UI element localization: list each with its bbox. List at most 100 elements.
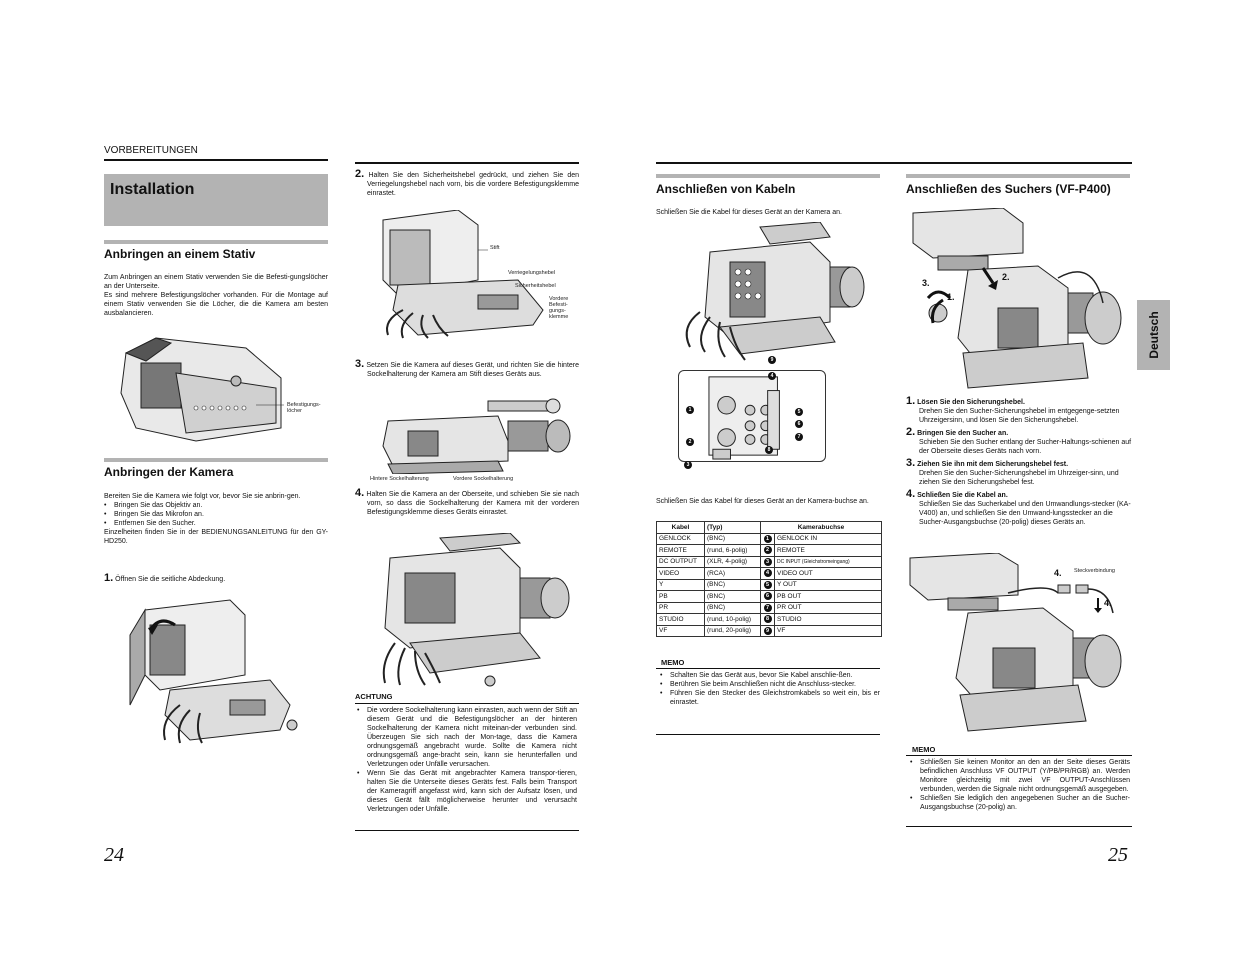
achtung-rule-bottom (355, 830, 579, 831)
page-number-left: 24 (104, 844, 124, 866)
list-item: •Bringen Sie das Objektiv an. (104, 502, 203, 509)
cell-kabel: PR (656, 601, 705, 614)
list-item: •Schließen Sie keinen Monitor an den an … (910, 759, 1130, 793)
memo-kabel-list: •Schalten Sie das Gerät aus, bevor Sie K… (660, 671, 880, 707)
table-intro: Schließen Sie das Kabel für dieses Gerät… (656, 498, 869, 505)
memo-sucher-list: •Schließen Sie keinen Monitor an den an … (910, 758, 1130, 812)
memo-title-kabel: MEMO (661, 658, 685, 667)
cell-buchse: PR OUT (774, 601, 882, 614)
page-number-right: 25 (1108, 844, 1128, 866)
label-sicherheitshebel: Sicherheitshebel (515, 283, 556, 289)
memo-sucher-rule-top (906, 755, 1132, 756)
cell-typ: (BNC) (704, 532, 761, 545)
cell-typ: (rund, 10-polig) (704, 613, 761, 626)
cell-nummer: 1 (760, 532, 775, 545)
memo-rule-bottom (656, 734, 880, 735)
section-bar-kabel (656, 174, 880, 178)
callout-9: 9 (768, 356, 776, 364)
cell-buchse: GENLOCK IN (774, 532, 882, 545)
cell-kabel: Y (656, 578, 705, 591)
cell-buchse: Y OUT (774, 578, 882, 591)
heading-kabel: Anschließen von Kabeln (656, 182, 796, 196)
fig-mark-1: 1. (947, 292, 955, 302)
header-rule (104, 159, 328, 161)
callout-3: 3 (684, 461, 692, 469)
cell-typ: (BNC) (704, 601, 761, 614)
jack-number: 2 (763, 546, 772, 555)
cell-typ: (BNC) (704, 578, 761, 591)
th-kabel: Kabel (656, 521, 705, 534)
memo-title-sucher: MEMO (912, 745, 936, 754)
label-steckverbindung: Steckverbindung (1074, 568, 1115, 574)
title-box: Installation (104, 174, 328, 226)
kabel-intro: Schließen Sie die Kabel für dieses Gerät… (656, 209, 842, 216)
callout-5: 5 (795, 408, 803, 416)
cell-nummer: 6 (760, 590, 775, 603)
fig-mark-4a: 4. (1054, 568, 1062, 578)
section-bar-2 (104, 458, 328, 462)
jack-number: 1 (763, 534, 772, 543)
list-item: •Schalten Sie das Gerät aus, bevor Sie K… (660, 672, 853, 679)
cell-kabel: PB (656, 590, 705, 603)
label-befestigungsloecher: Befestigungs-löcher (287, 402, 321, 414)
callout-6: 6 (795, 420, 803, 428)
cell-buchse: REMOTE (774, 544, 882, 557)
cell-typ: (rund, 20-polig) (704, 624, 761, 637)
kamera-details: Einzelheiten finden Sie in der BEDIENUNG… (104, 529, 328, 545)
list-item: •Bringen Sie das Mikrofon an. (104, 511, 204, 518)
heading-stativ: Anbringen an einem Stativ (104, 247, 256, 261)
cell-nummer: 8 (760, 613, 775, 626)
section-header: VORBEREITUNGEN (104, 145, 198, 156)
figure-viewfinder-mount (908, 208, 1126, 393)
cell-kabel: STUDIO (656, 613, 705, 626)
language-tab-label: Deutsch (1146, 311, 1161, 359)
jack-number: 9 (763, 626, 772, 635)
callout-2: 2 (686, 438, 694, 446)
heading-sucher: Anschließen des Suchers (VF-P400) (906, 182, 1111, 196)
list-item: •Die vordere Sockelhalterung kann einras… (357, 707, 577, 768)
section-bar-sucher (906, 174, 1130, 178)
cell-buchse: STUDIO (774, 613, 882, 626)
callout-8: 8 (765, 446, 773, 454)
step-1: 1. Öffnen Sie die seitliche Abdeckung. (104, 572, 226, 584)
figure-locking-lever (368, 210, 548, 340)
cell-nummer: 7 (760, 601, 775, 614)
cell-nummer: 5 (760, 578, 775, 591)
callout-1: 1 (686, 406, 694, 414)
sucher-steps: 1. Lösen Sie den Sicherungshebel. Drehen… (906, 396, 1132, 527)
figure-cable-connection (660, 222, 865, 367)
header-rule-2 (355, 162, 579, 164)
sucher-step-3: 3. Ziehen Sie ihn mit dem Sicherungshebe… (906, 457, 1119, 487)
callout-7: 7 (795, 433, 803, 441)
cell-nummer: 2 (760, 544, 775, 557)
sucher-step-2: 2. Bringen Sie den Sucher an. Schieben S… (906, 426, 1132, 456)
sucher-step-4: 4. Schließen Sie die Kabel an. Schließen… (906, 488, 1131, 527)
cell-nummer: 3 (760, 555, 775, 568)
cell-kabel: DC OUTPUT (656, 555, 705, 568)
jack-number: 7 (763, 603, 772, 612)
kamera-text: Bereiten Sie die Kamera wie folgt vor, b… (104, 492, 328, 546)
jack-number: 5 (763, 580, 772, 589)
cell-nummer: 9 (760, 624, 775, 637)
cell-typ: (RCA) (704, 567, 761, 580)
memo-rule-top (656, 668, 880, 669)
kamera-intro: Bereiten Sie die Kamera wie folgt vor, b… (104, 493, 301, 500)
stativ-para-2: Es sind mehrere Befestigungslöcher vorha… (104, 292, 328, 317)
step-3: 3. Setzen Sie die Kamera auf dieses Gerä… (355, 358, 580, 379)
section-bar (104, 240, 328, 244)
step-2: 2. Halten Sie den Sicherheitshebel gedrü… (355, 168, 579, 198)
jack-number: 6 (763, 592, 772, 601)
cell-buchse: VF (774, 624, 882, 637)
cell-kabel: VIDEO (656, 567, 705, 580)
label-stift: Stift (490, 245, 500, 251)
cell-nummer: 4 (760, 567, 775, 580)
jack-number: 3 (763, 557, 772, 566)
fig-mark-3: 3. (922, 278, 930, 288)
